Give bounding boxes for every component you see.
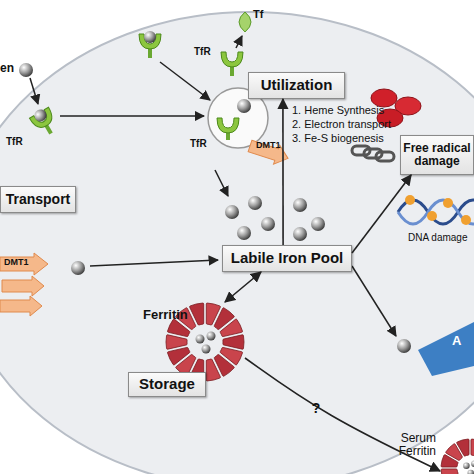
receptor-symbol xyxy=(139,31,161,58)
node-label: Labile Iron Pool xyxy=(231,250,344,267)
iron-atom xyxy=(237,99,251,113)
ferritin-ring: Ferritin xyxy=(165,302,245,382)
transferrin-symbol xyxy=(239,12,251,32)
annotation-label: DNA damage xyxy=(408,232,467,243)
ferritin-subunit xyxy=(223,335,244,349)
ferritin-subunit xyxy=(168,347,190,364)
iron-atom xyxy=(207,332,216,341)
iron-atom xyxy=(71,261,85,275)
release-arrow xyxy=(236,36,242,48)
ring-outline xyxy=(440,438,474,474)
node-label: Free radical damage xyxy=(401,142,473,168)
receptor-symbol xyxy=(217,118,239,140)
flow-arrow xyxy=(225,272,261,302)
flow-arrow xyxy=(352,175,411,253)
chain-symbol xyxy=(352,146,394,161)
iron-atom xyxy=(202,345,211,354)
dmt1-transporter xyxy=(247,136,291,167)
process-box: Transport xyxy=(0,186,76,213)
ferritin-subunit xyxy=(457,439,469,456)
binding-arrow xyxy=(30,78,38,104)
node-heading: Ferritin xyxy=(143,308,188,322)
flow-arrow xyxy=(245,358,440,471)
annotation-label: 3. Fe-S biogenesis xyxy=(292,132,384,144)
ferritin-subunit xyxy=(220,319,242,336)
uptake-arrow xyxy=(90,260,218,266)
iron-atom xyxy=(19,63,33,77)
process-box: Utilization xyxy=(248,72,345,99)
iron-atom xyxy=(471,460,474,467)
annotation-label: 1. Heme Synthesis xyxy=(292,104,384,116)
annotation-label: DMT1 xyxy=(256,141,281,151)
receptor-symbol xyxy=(221,52,243,76)
release-arrow xyxy=(215,170,228,196)
iron-atom xyxy=(196,335,205,344)
iron-atom xyxy=(397,339,411,353)
export-arrow xyxy=(352,266,396,336)
annotation-label: TfR xyxy=(190,138,207,149)
receptor-symbol xyxy=(28,105,61,139)
annotation-label: TfR xyxy=(6,136,23,147)
iron-atom xyxy=(463,463,470,470)
annotation-label: en xyxy=(0,62,14,75)
flow-arrow xyxy=(282,99,284,245)
dmt1-transporter xyxy=(2,276,44,296)
annotation-label: TfR xyxy=(194,46,211,57)
uptake-arrow xyxy=(60,115,204,117)
node-label: Storage xyxy=(139,376,195,393)
ferritin-subunit xyxy=(166,335,187,349)
dmt1-transporter xyxy=(0,296,42,316)
annotation-label: 2. Electron transport xyxy=(292,118,391,130)
node-label: Utilization xyxy=(261,77,333,94)
node-heading: Serum Ferritin xyxy=(388,432,436,458)
serum-ferritin-ring: Serum Ferritin xyxy=(440,438,474,474)
ferritin-subunit xyxy=(190,303,204,325)
cell-membrane xyxy=(0,12,474,474)
iron-pool-atoms xyxy=(225,196,325,241)
edge-label: ? xyxy=(312,400,321,416)
process-box: Storage xyxy=(128,372,206,397)
effect-box: Free radical damage xyxy=(400,135,474,175)
export-channel xyxy=(418,322,474,376)
ferritin-subunit xyxy=(206,359,220,381)
pool-box: Labile Iron Pool xyxy=(222,245,352,272)
ferritin-subunit xyxy=(471,439,474,456)
node-label: Transport xyxy=(6,192,71,207)
uptake-arrow xyxy=(160,62,210,100)
ferritin-subunit xyxy=(441,469,458,474)
annotation-label: DMT1 xyxy=(4,258,29,268)
iron-atom xyxy=(467,470,474,474)
annotation-label: A xyxy=(452,334,461,348)
annotation-label: Tf xyxy=(253,8,263,20)
dna-helix xyxy=(398,195,474,225)
dmt1-transporter xyxy=(0,253,48,275)
